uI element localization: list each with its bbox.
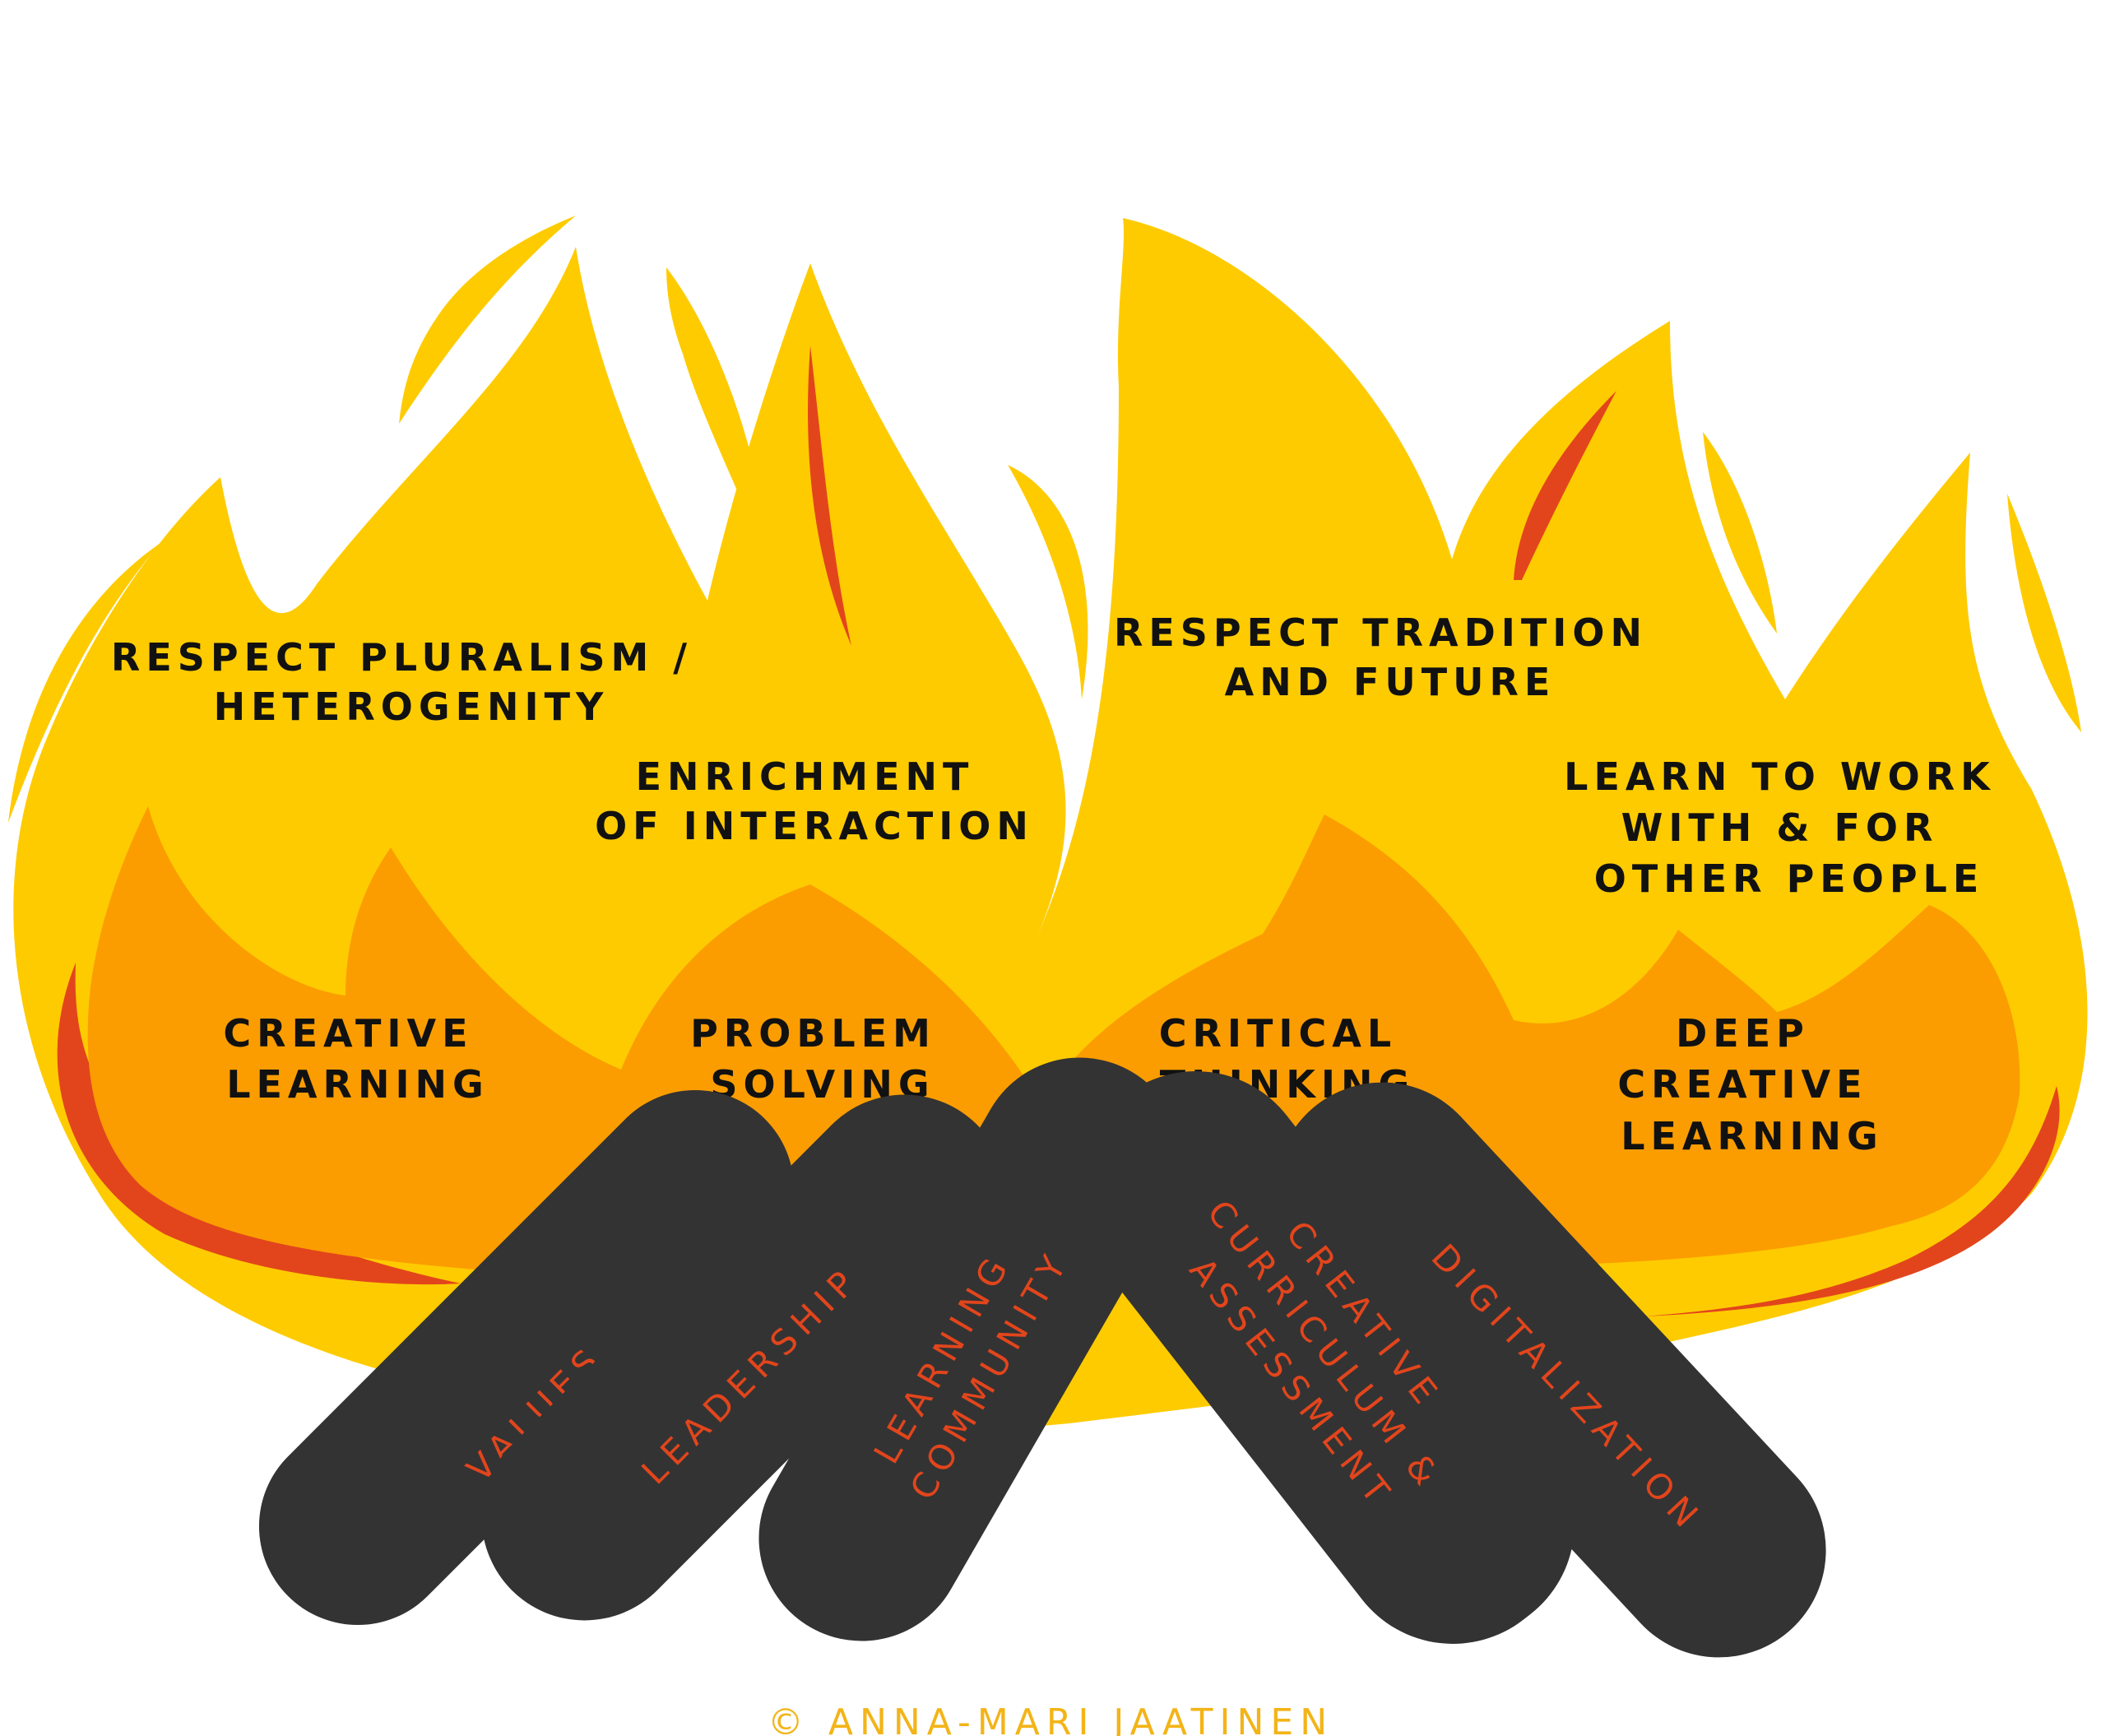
label-critical-thinking: CRITICAL THINKING (1159, 1011, 1416, 1107)
label-enrichment-of-interaction: ENRICHMENT OF INTERACTION (595, 754, 1034, 848)
yellow-flame-tongue-mid (666, 267, 773, 576)
yellow-flame-tongue-right (1703, 432, 1777, 634)
label-deep-creative-learning: DEEP CREATIVE LEARNING (1617, 1011, 1886, 1158)
copyright-credit: © ANNA-MARI JAATINEN (768, 1701, 1333, 1736)
orange-flame-band (87, 806, 2020, 1283)
red-streak-top (808, 346, 851, 646)
yellow-flame-tongue-center (1008, 465, 1088, 699)
log-curriculum-body (1074, 1071, 1575, 1644)
red-accents (57, 346, 2060, 1316)
log-digitalization-body (1275, 1082, 1826, 1658)
log-leadership-body (481, 1094, 1008, 1621)
logs: VALUES LEADERSHIP LEARNING COMMUNITY DIG… (258, 1057, 1826, 1658)
red-streak-right-top (1514, 391, 1616, 580)
inner-labels: CREATIVE LEARNING PROBLEM SOLVING CRITIC… (223, 1011, 1886, 1158)
label-creative-learning: CREATIVE LEARNING (223, 1011, 492, 1107)
flame-labels: RESPECT PLURALISM / HETEROGENITY ENRICHM… (111, 610, 2015, 901)
label-problem-solving: PROBLEM SOLVING (690, 1011, 955, 1107)
yellow-flame-tongue-far-right (2007, 494, 2081, 732)
label-respect-pluralism: RESPECT PLURALISM / HETEROGENITY (111, 635, 712, 729)
label-learn-to-work: LEARN TO WORK WITH & FOR OTHER PEOPLE (1564, 754, 2015, 901)
label-respect-tradition: RESPECT TRADITION AND FUTURE (1114, 610, 1667, 704)
orange-inner-flames (87, 806, 2020, 1283)
red-streak-left-bottom (57, 963, 461, 1285)
log-values-body (258, 1089, 795, 1626)
